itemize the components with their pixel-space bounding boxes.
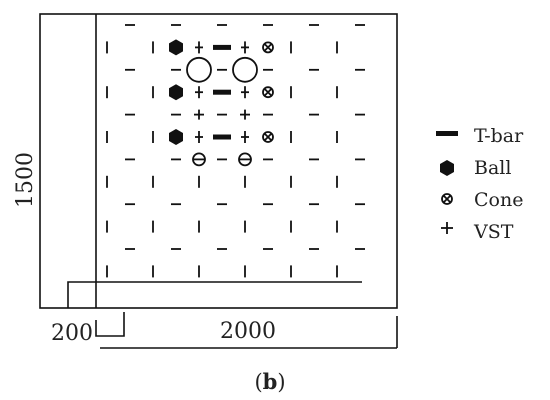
tbar-test-mark	[213, 44, 231, 50]
cone-test-cross	[263, 87, 273, 97]
panel-label-letter: b	[263, 369, 278, 394]
cone-test-circle	[262, 131, 274, 143]
ball-icon	[440, 160, 454, 176]
vst-test-mark	[194, 109, 204, 120]
tbar-icon	[436, 131, 458, 136]
ball-test-mark	[169, 84, 183, 101]
width-label: 2000	[220, 319, 276, 344]
panel-label: (b)	[254, 369, 285, 394]
bay-dimension-bracket	[95, 312, 125, 337]
cone-test-circle	[262, 86, 274, 99]
small-circle-mark	[238, 152, 252, 167]
tbar-test-mark	[213, 89, 231, 95]
legend-label-ball: Ball	[474, 157, 511, 179]
grid-marks	[106, 24, 365, 278]
large-circle-mark	[186, 56, 212, 83]
tbar-test-mark	[213, 134, 231, 140]
cone-test-mark	[262, 86, 274, 99]
height-dimension-label: 1500	[13, 152, 38, 208]
bay-width-label: 200	[51, 321, 93, 346]
legend-label-cone: Cone	[474, 189, 523, 211]
test-symbols	[169, 39, 274, 167]
site-boundary	[39, 13, 398, 309]
cone-test-mark	[262, 41, 274, 54]
large-circle-mark	[232, 56, 258, 83]
vst-icon	[441, 222, 453, 234]
cone-test-mark	[262, 131, 274, 143]
inner-boundary-step	[67, 281, 362, 308]
legend-label-vst: VST	[473, 221, 514, 243]
cone-test-cross	[263, 132, 273, 142]
vst-test-mark	[240, 109, 250, 120]
cone-test-circle	[262, 41, 274, 54]
small-circle-mark	[192, 152, 206, 167]
cone-test-cross	[263, 42, 273, 53]
ball-test-mark	[169, 129, 183, 145]
ball-test-mark	[169, 39, 183, 56]
legend-label-tbar: T-bar	[474, 125, 524, 147]
legend: T-bar Ball Cone VST	[436, 125, 524, 243]
cone-icon	[441, 193, 453, 205]
